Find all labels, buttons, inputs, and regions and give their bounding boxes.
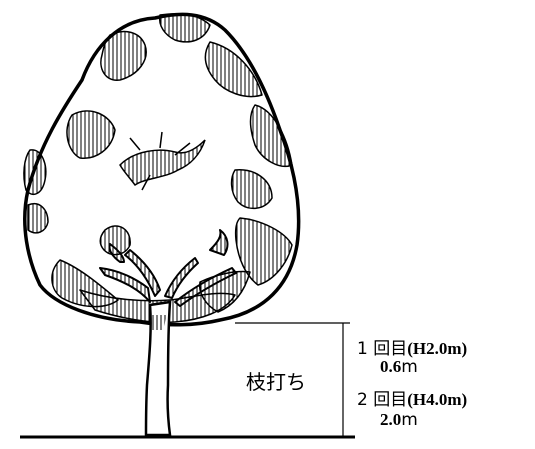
- first-pass-value-unit: m: [401, 357, 418, 377]
- branches: [99, 229, 237, 307]
- first-pass-value-number: 0.6: [380, 357, 402, 376]
- first-pass-prefix: 1 回目: [357, 339, 408, 359]
- second-pass-height: (H4.0m): [407, 390, 468, 409]
- pruning-range-bracket: [235, 322, 355, 438]
- second-pass-value-number: 2.0: [380, 410, 402, 429]
- tree-trunk: [144, 300, 172, 437]
- crown-center-tuft: [119, 131, 206, 191]
- second-pass-value-unit: m: [401, 410, 418, 430]
- second-pass-label: 2 回目(H4.0m): [357, 385, 467, 410]
- second-pass-value: 2.0m: [380, 410, 418, 430]
- trunk-shading: [152, 315, 166, 330]
- pruning-label: 枝打ち: [246, 370, 306, 394]
- first-pass-height: (H2.0m): [407, 339, 468, 358]
- second-pass-prefix: 2 回目: [357, 390, 408, 410]
- first-pass-value: 0.6m: [380, 357, 418, 377]
- first-pass-label: 1 回目(H2.0m): [357, 334, 467, 359]
